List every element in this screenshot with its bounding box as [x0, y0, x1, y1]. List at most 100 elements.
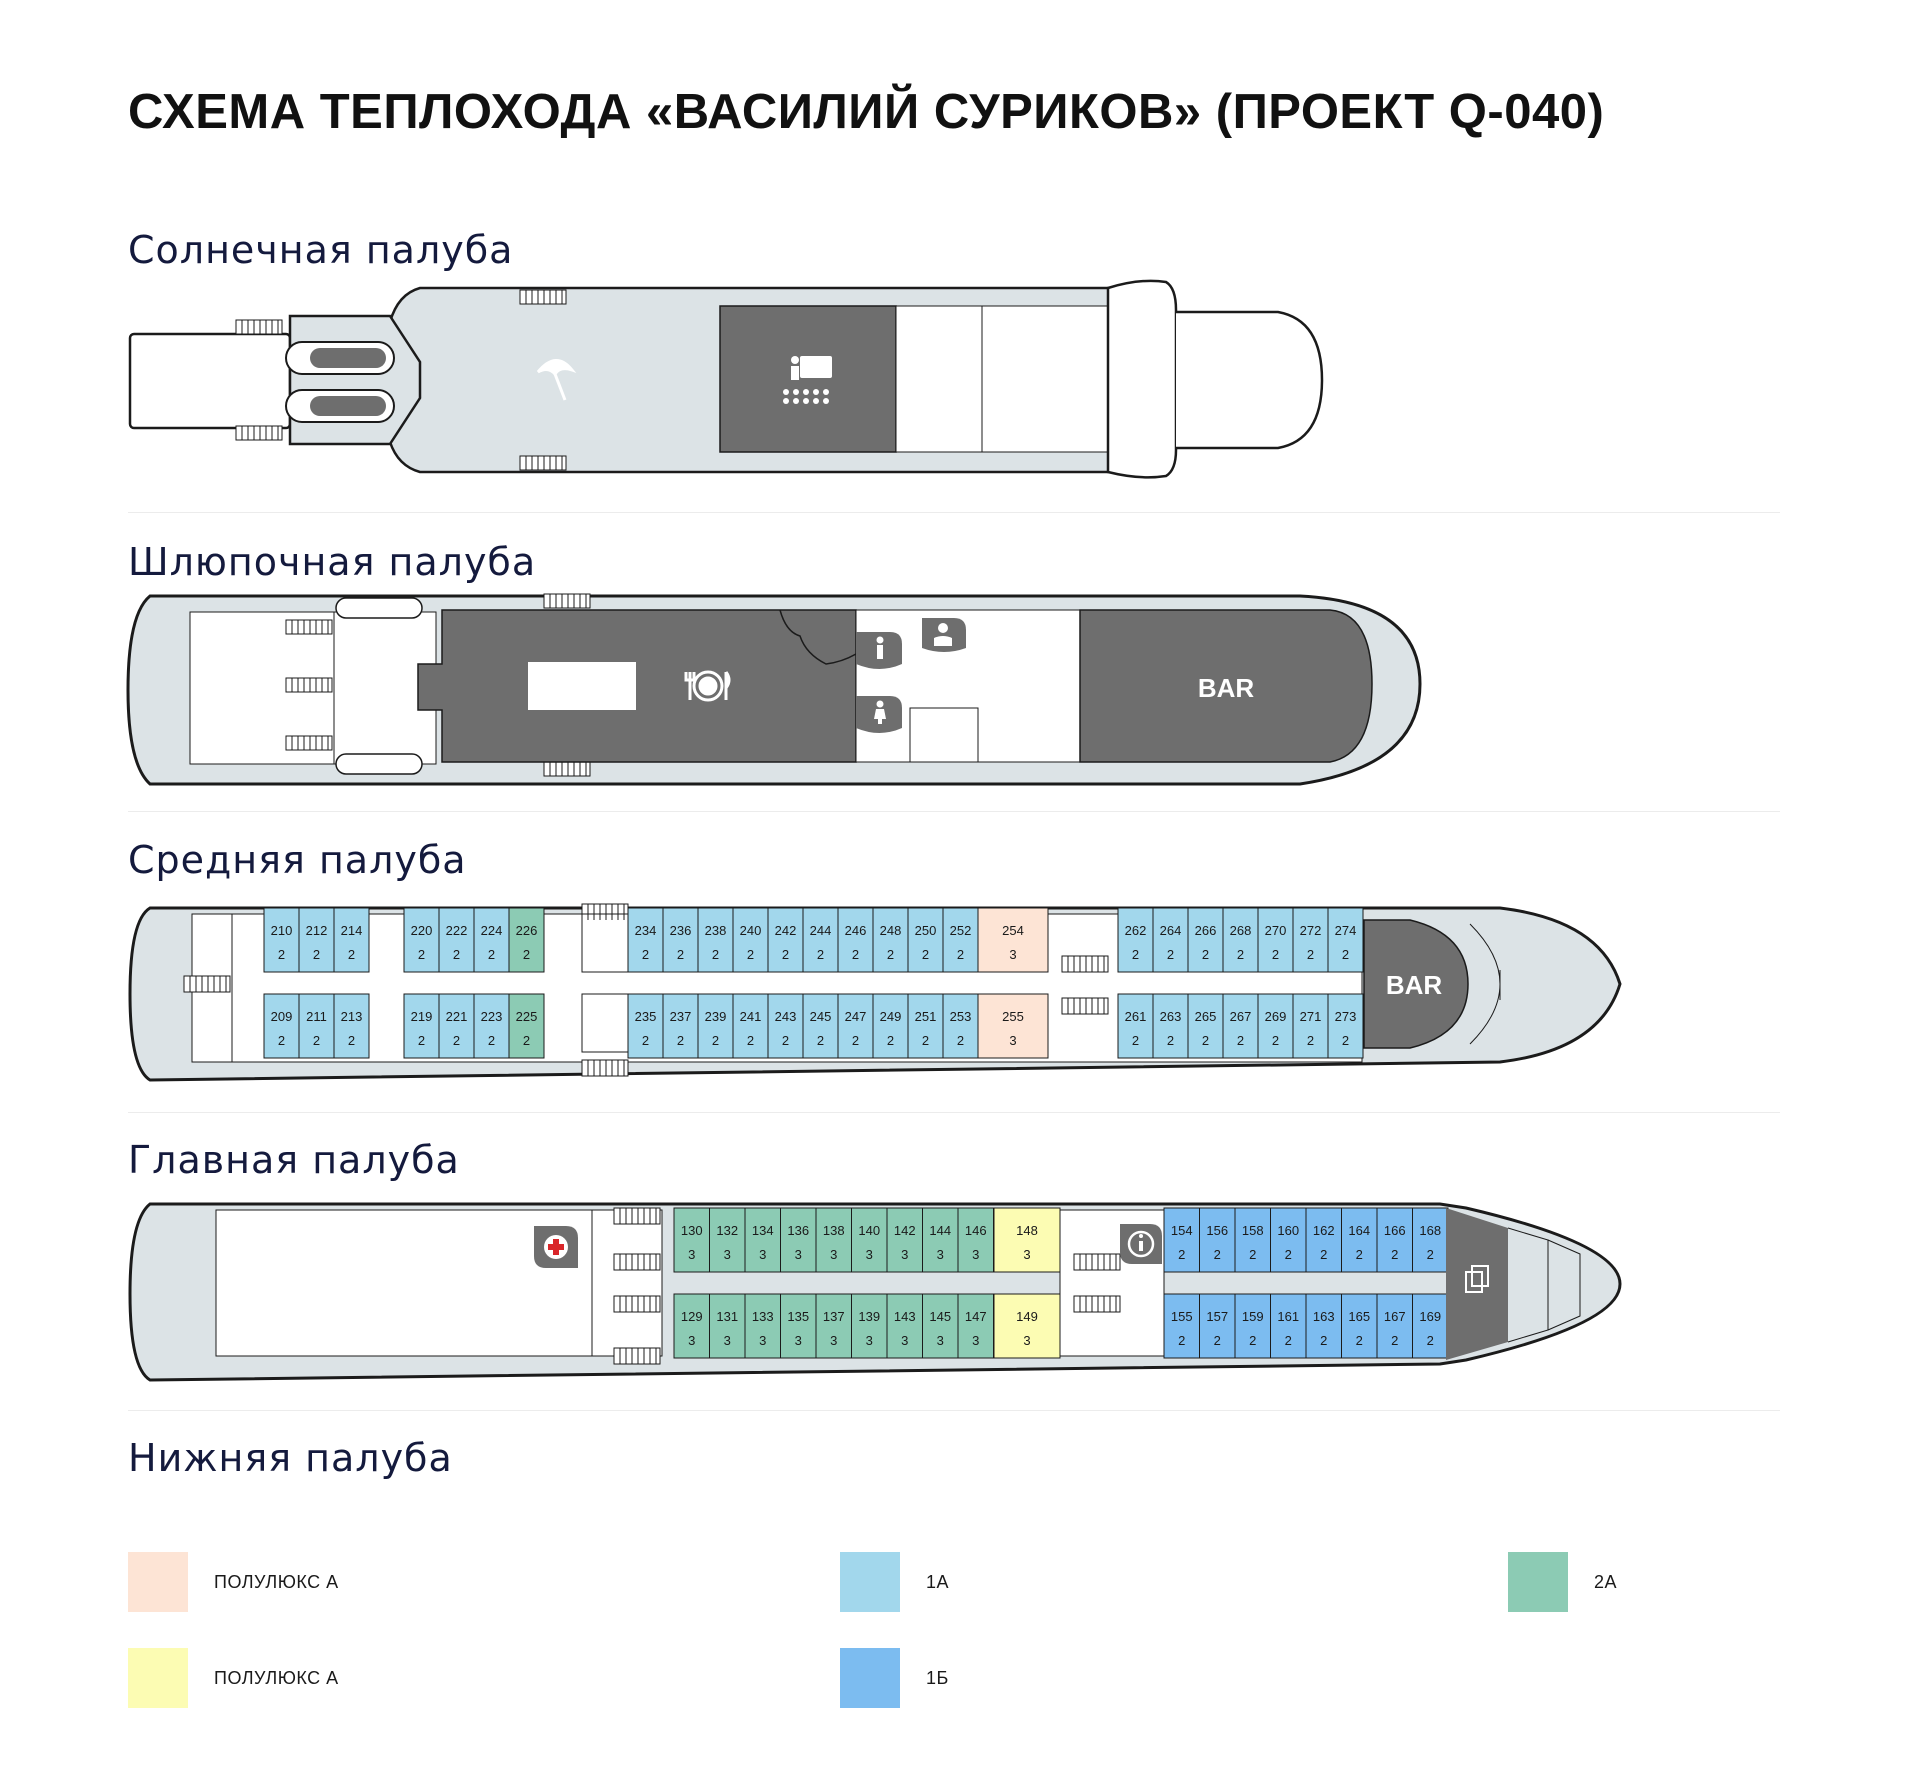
cabin-capacity: 2 — [523, 947, 530, 962]
cabin-number: 164 — [1348, 1223, 1370, 1238]
cabin-box — [333, 993, 370, 1059]
cabin-capacity: 2 — [313, 1033, 320, 1048]
boat-bar-label: BAR — [1198, 673, 1255, 703]
cabin-box — [1341, 1293, 1378, 1359]
cabin-number: 241 — [740, 1009, 762, 1024]
cabin-capacity: 2 — [1249, 1247, 1256, 1262]
cabin-number: 236 — [670, 923, 692, 938]
cabin-box — [508, 993, 545, 1059]
cabin-box — [780, 1293, 817, 1359]
legend-label: ПОЛУЛЮКС А — [214, 1668, 339, 1688]
cabin-capacity: 3 — [724, 1247, 731, 1262]
boat-deck-plan: BAR — [126, 593, 1422, 786]
